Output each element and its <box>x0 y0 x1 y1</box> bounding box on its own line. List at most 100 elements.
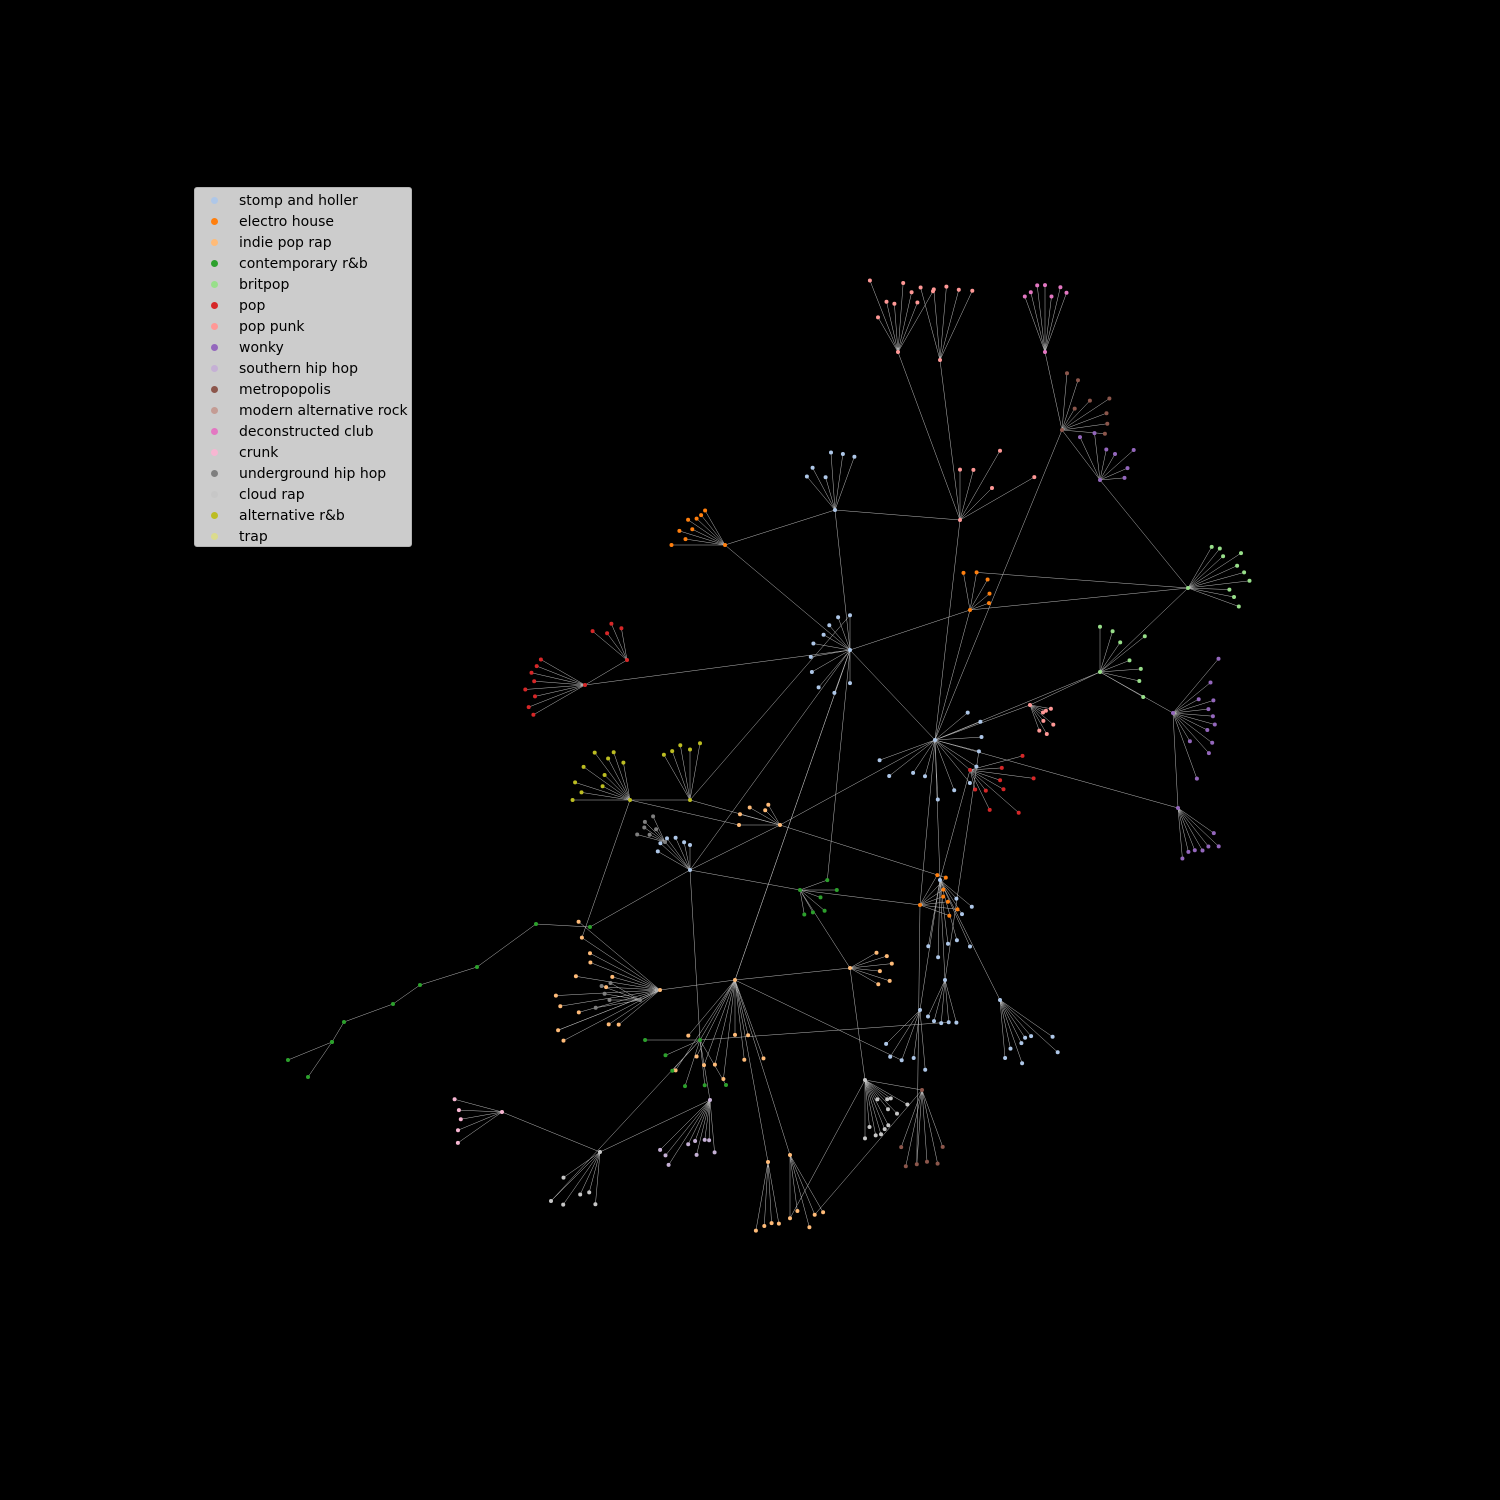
node <box>877 758 882 763</box>
edge <box>999 999 1053 1038</box>
node <box>747 805 752 810</box>
node <box>581 764 586 769</box>
node <box>987 601 991 606</box>
node <box>658 988 662 992</box>
node <box>954 896 959 901</box>
node <box>958 467 962 472</box>
edge <box>665 1039 701 1056</box>
edge <box>959 450 1001 521</box>
node <box>876 982 881 987</box>
node <box>1058 285 1063 290</box>
edge <box>1187 572 1245 589</box>
node <box>611 750 616 755</box>
edge <box>827 649 851 881</box>
edge <box>592 630 628 661</box>
legend-marker <box>211 428 218 435</box>
node <box>647 832 652 837</box>
edge <box>528 684 586 708</box>
edge <box>714 979 736 1065</box>
edge <box>531 672 586 686</box>
node <box>418 983 422 987</box>
edge <box>799 889 851 969</box>
node <box>1041 710 1045 715</box>
edge <box>1094 433 1101 481</box>
edge <box>1061 373 1068 431</box>
edge <box>969 767 1002 771</box>
node <box>579 790 584 795</box>
node <box>1104 411 1109 416</box>
edge <box>969 755 1023 771</box>
edge <box>1029 704 1047 735</box>
node <box>500 1110 504 1114</box>
node <box>933 738 937 742</box>
node <box>896 350 900 354</box>
edge <box>897 282 904 353</box>
edge <box>959 487 993 521</box>
edge <box>886 301 899 353</box>
node <box>1200 848 1205 853</box>
edge <box>934 739 971 784</box>
node <box>848 613 852 618</box>
edge <box>764 1161 769 1226</box>
legend-item: stomp and holler <box>195 190 411 211</box>
edge <box>1177 807 1196 851</box>
node <box>935 1161 940 1166</box>
node <box>761 1056 766 1061</box>
node <box>1043 283 1047 288</box>
node <box>1247 578 1252 583</box>
edge <box>604 774 631 801</box>
node <box>638 998 642 1002</box>
legend-item: southern hip hop <box>195 358 411 379</box>
edge <box>501 1111 601 1153</box>
edge <box>969 587 1189 611</box>
node <box>905 1102 910 1107</box>
legend-label: indie pop rap <box>239 234 332 251</box>
edge <box>476 923 537 968</box>
edge <box>343 1003 394 1023</box>
node <box>609 621 614 626</box>
node <box>661 752 666 757</box>
edge <box>818 649 851 688</box>
node <box>899 1058 904 1063</box>
node <box>619 626 624 631</box>
edge <box>583 766 631 801</box>
edge <box>1099 642 1121 673</box>
edge <box>1177 807 1209 847</box>
edge <box>837 617 851 651</box>
legend-item: metropopolis <box>195 379 411 400</box>
node <box>1032 475 1037 480</box>
edge <box>563 989 661 1041</box>
edge <box>533 684 586 715</box>
edge <box>969 579 988 611</box>
node <box>840 452 845 456</box>
edge <box>689 869 801 891</box>
node <box>590 629 595 634</box>
edge <box>1187 587 1239 607</box>
edge <box>779 824 946 878</box>
node <box>882 1127 887 1132</box>
edge <box>696 979 736 1057</box>
node <box>576 1010 581 1015</box>
node <box>1020 1061 1025 1066</box>
edge <box>1172 708 1209 714</box>
node <box>798 888 802 892</box>
edge <box>829 625 851 651</box>
edge <box>767 1161 780 1224</box>
edge <box>1187 548 1221 589</box>
edge <box>969 769 976 790</box>
node <box>583 683 587 687</box>
edge <box>734 967 851 981</box>
edge <box>1172 712 1198 779</box>
node <box>707 1138 712 1143</box>
node <box>1141 695 1146 699</box>
edge <box>734 979 749 1036</box>
node <box>808 654 813 659</box>
edge <box>602 786 631 801</box>
node <box>588 925 592 929</box>
node <box>821 632 826 637</box>
node <box>592 750 597 755</box>
node <box>1196 697 1201 702</box>
node <box>925 1159 929 1164</box>
node <box>1051 722 1056 727</box>
edge <box>1172 712 1213 717</box>
